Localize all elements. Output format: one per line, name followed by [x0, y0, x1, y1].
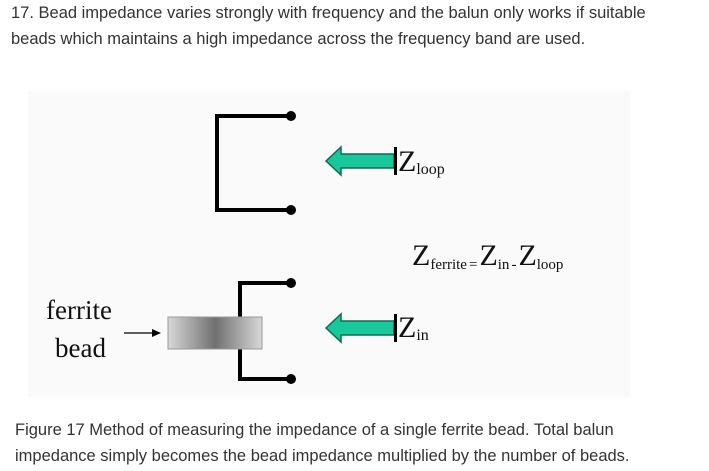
z-in-arrow [324, 312, 395, 344]
body-paragraph: 17. Bead impedance varies strongly with … [11, 0, 701, 52]
z-in-label: Zin [398, 311, 429, 344]
figure-svg: Zloop Zin Zferrite=Zin-Zloop ferrite bea… [46, 111, 563, 384]
figure-diagram: Zloop Zin Zferrite=Zin-Zloop ferrite bea… [28, 91, 630, 397]
upper-loop [215, 111, 296, 215]
caption-line-1: Figure 17 Method of measuring the impeda… [15, 421, 614, 439]
z-loop-bar [394, 147, 397, 175]
caption-line-2: impedance simply becomes the bead impeda… [15, 447, 630, 465]
bead-label-line-1: ferrite [46, 295, 112, 325]
paragraph-line-2: beads which maintains a high impedance a… [11, 30, 586, 48]
bead-pointer-arrow [124, 329, 161, 337]
ferrite-bead [167, 316, 263, 350]
paragraph-line-1: 17. Bead impedance varies strongly with … [11, 4, 646, 22]
z-loop-label: Zloop [398, 145, 445, 178]
figure-caption: Figure 17 Method of measuring the impeda… [15, 417, 705, 469]
z-in-bar [394, 314, 397, 342]
equation: Zferrite=Zin-Zloop [412, 239, 563, 273]
z-loop-arrow [324, 145, 395, 177]
bead-label-line-2: bead [55, 333, 106, 363]
